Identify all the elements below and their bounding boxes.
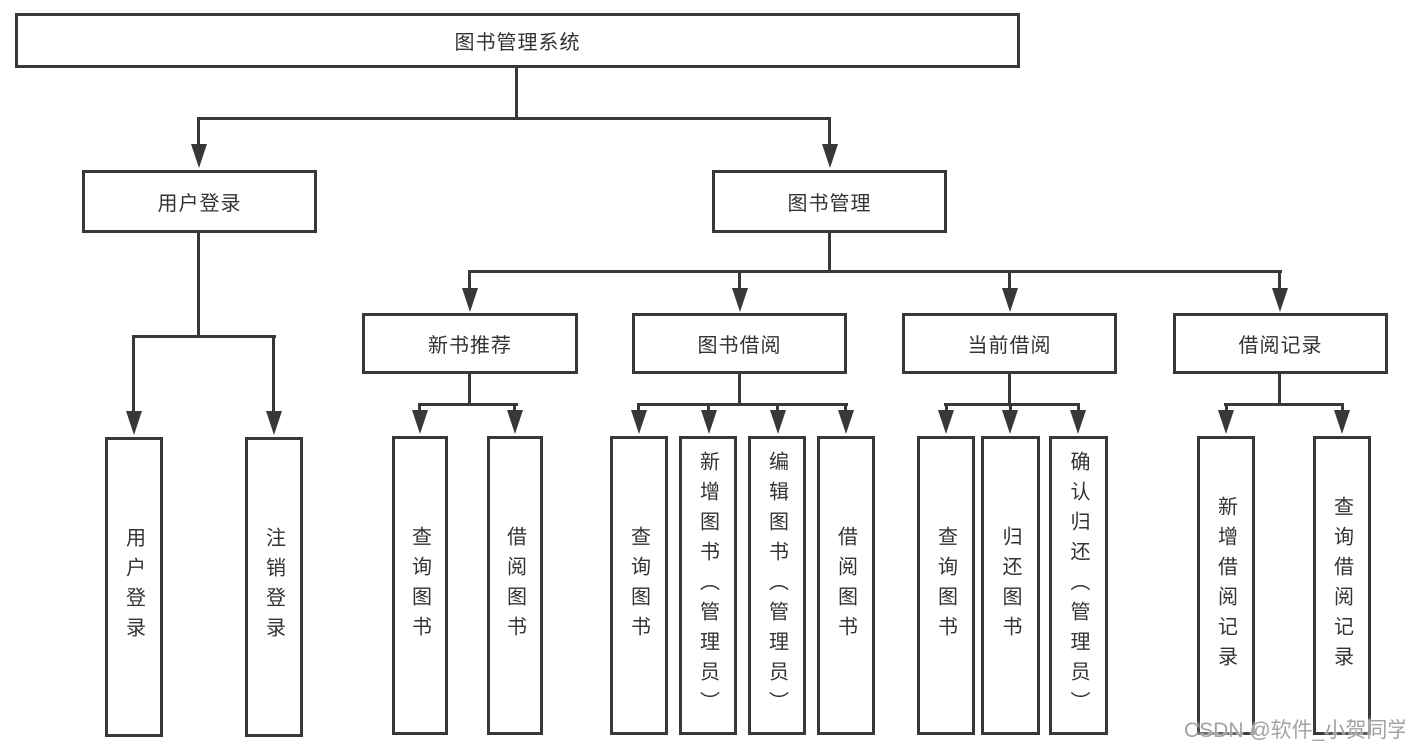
node-label: 查询图书 — [934, 525, 957, 646]
node-user-login: 用户登录 — [82, 170, 317, 233]
down-arrowhead-icon — [701, 410, 717, 434]
down-arrowhead-icon — [1334, 410, 1350, 434]
down-arrowhead-icon — [1218, 410, 1234, 434]
connector-line — [1009, 403, 1012, 413]
connector-line — [1077, 403, 1080, 413]
connector-line — [828, 233, 831, 272]
connector-line — [844, 403, 847, 413]
connector-line — [944, 403, 1080, 406]
connector-line — [1008, 374, 1011, 405]
connector-line — [1225, 403, 1228, 413]
node-label: 图书借阅 — [697, 335, 782, 357]
node-label: 借阅图书 — [503, 525, 526, 646]
connector-line — [945, 403, 948, 413]
down-arrowhead-icon — [191, 144, 207, 168]
down-arrowhead-icon — [507, 410, 523, 434]
connector-line — [1278, 270, 1281, 293]
leaf-edit-books-admin: 编辑图书（管理员） — [748, 436, 806, 735]
leaf-query-books-recommend: 查询图书 — [392, 436, 448, 735]
down-arrowhead-icon — [1070, 410, 1086, 434]
down-arrowhead-icon — [1272, 288, 1288, 312]
node-label: 借阅图书 — [834, 525, 857, 646]
connector-line — [776, 403, 779, 413]
connector-line — [637, 403, 640, 413]
connector-line — [515, 68, 518, 118]
node-label: 图书管理系统 — [454, 32, 581, 54]
connector-line — [272, 335, 275, 413]
connector-line — [418, 403, 518, 406]
connector-line — [828, 117, 831, 149]
node-label: 用户登录 — [122, 527, 145, 647]
node-label: 编辑图书（管理员） — [765, 450, 788, 721]
connector-line — [197, 117, 831, 120]
node-root-library-system: 图书管理系统 — [15, 13, 1020, 68]
connector-line — [132, 335, 135, 413]
node-label: 查询图书 — [408, 525, 431, 646]
node-label: 借阅记录 — [1238, 335, 1323, 357]
connector-line — [1224, 403, 1344, 406]
connector-line — [637, 403, 848, 406]
connector-line — [197, 233, 200, 335]
node-book-borrowing: 图书借阅 — [632, 313, 847, 374]
node-label: 新增图书（管理员） — [696, 450, 719, 721]
leaf-confirm-return-admin: 确认归还（管理员） — [1049, 436, 1108, 735]
connector-line — [468, 270, 1282, 273]
node-label: 新增借阅记录 — [1214, 495, 1237, 676]
down-arrowhead-icon — [1002, 288, 1018, 312]
down-arrowhead-icon — [938, 410, 954, 434]
down-arrowhead-icon — [126, 411, 142, 435]
connector-line — [468, 374, 471, 405]
leaf-borrow-books-recommend: 借阅图书 — [487, 436, 543, 735]
node-label: 注销登录 — [262, 527, 285, 647]
down-arrowhead-icon — [822, 144, 838, 168]
connector-line — [738, 374, 741, 405]
leaf-logout-login: 注销登录 — [245, 437, 303, 737]
watermark: CSDN @软件_小贺同学 — [1184, 719, 1405, 742]
node-borrowing-records: 借阅记录 — [1173, 313, 1388, 374]
leaf-query-books-borrowing: 查询图书 — [610, 436, 668, 735]
leaf-return-books: 归还图书 — [981, 436, 1040, 735]
down-arrowhead-icon — [631, 410, 647, 434]
leaf-query-books-current: 查询图书 — [917, 436, 975, 735]
leaf-user-login: 用户登录 — [105, 437, 163, 737]
node-label: 当前借阅 — [967, 335, 1052, 357]
connector-line — [132, 335, 276, 338]
connector-line — [738, 270, 741, 293]
down-arrowhead-icon — [462, 288, 478, 312]
connector-line — [513, 403, 516, 413]
node-label: 查询借阅记录 — [1330, 495, 1353, 676]
connector-line — [1341, 403, 1344, 413]
connector-line — [1278, 374, 1281, 405]
down-arrowhead-icon — [770, 410, 786, 434]
node-new-book-recommend: 新书推荐 — [362, 313, 578, 374]
node-label: 归还图书 — [999, 525, 1021, 646]
node-label: 用户登录 — [157, 193, 242, 215]
leaf-borrow-books-borrowing: 借阅图书 — [817, 436, 875, 735]
node-book-management: 图书管理 — [712, 170, 947, 233]
node-label: 新书推荐 — [428, 335, 512, 357]
down-arrowhead-icon — [732, 288, 748, 312]
leaf-add-borrow-record: 新增借阅记录 — [1197, 436, 1255, 735]
connector-line — [418, 403, 421, 413]
down-arrowhead-icon — [412, 410, 428, 434]
leaf-query-borrow-record: 查询借阅记录 — [1313, 436, 1371, 735]
connector-line — [707, 403, 710, 413]
connector-line — [1008, 270, 1011, 293]
node-current-borrowing: 当前借阅 — [902, 313, 1117, 374]
node-label: 查询图书 — [627, 525, 650, 646]
node-label: 图书管理 — [787, 193, 872, 215]
leaf-add-books-admin: 新增图书（管理员） — [679, 436, 737, 735]
connector-line — [197, 117, 200, 149]
down-arrowhead-icon — [838, 410, 854, 434]
down-arrowhead-icon — [266, 411, 282, 435]
down-arrowhead-icon — [1002, 410, 1018, 434]
connector-line — [468, 270, 471, 293]
node-label: 确认归还（管理员） — [1067, 450, 1089, 721]
